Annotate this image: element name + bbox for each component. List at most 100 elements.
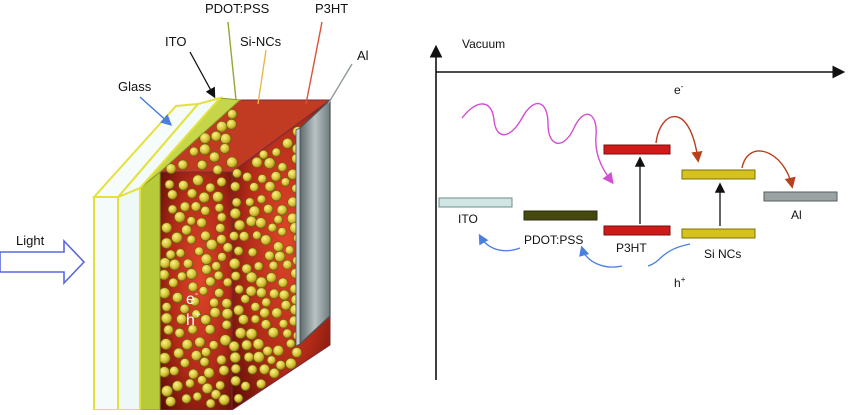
nanocrystal-sphere <box>226 156 238 169</box>
nanocrystal-sphere <box>240 294 250 304</box>
nanocrystal-sphere <box>161 385 173 397</box>
nanocrystal-sphere <box>178 180 189 191</box>
nanocrystal-sphere <box>245 271 258 284</box>
nanocrystal-sphere <box>216 212 227 223</box>
nanocrystal-sphere <box>187 281 199 293</box>
nanocrystal-sphere <box>188 368 199 380</box>
nanocrystal-sphere <box>216 354 227 366</box>
nanocrystal-sphere <box>238 314 249 325</box>
nanocrystal-sphere <box>192 391 202 402</box>
hole-transfer-label: h+ <box>674 275 686 290</box>
nanocrystal-sphere <box>242 171 253 182</box>
nanocrystal-sphere <box>277 162 288 172</box>
nanocrystal-sphere <box>264 181 276 192</box>
nanocrystal-sphere <box>209 297 219 308</box>
ito-level <box>438 197 513 208</box>
nanocrystal-sphere <box>189 146 199 157</box>
nanocrystal-sphere <box>247 247 258 258</box>
nanocrystal-sphere <box>245 328 258 340</box>
nanocrystal-sphere <box>189 296 200 307</box>
nanocrystal-sphere <box>175 248 186 258</box>
al-pointer <box>327 63 353 105</box>
nanocrystal-sphere <box>260 319 272 330</box>
electron-arrow-si-to-al <box>741 150 796 189</box>
nanocrystal-sphere <box>282 259 293 270</box>
nanocrystal-sphere <box>199 132 211 144</box>
nanocrystal-sphere <box>228 258 241 270</box>
nanocrystal-sphere <box>255 217 267 229</box>
photon-wave-arrow <box>461 103 614 185</box>
nanocrystal-sphere <box>212 191 224 203</box>
nanocrystal-sphere <box>278 319 289 329</box>
si-ncs-lumo-level <box>681 169 756 180</box>
nanocrystal-sphere <box>172 292 183 303</box>
nanocrystal-sphere <box>176 313 187 325</box>
pdot-pss-label: PDOT:PSS <box>205 1 270 16</box>
nanocrystal-sphere <box>209 151 220 163</box>
nanocrystal-sphere <box>257 174 267 184</box>
nanocrystal-sphere <box>282 328 293 339</box>
nanocrystal-sphere <box>269 288 280 299</box>
nanocrystal-sphere <box>205 238 218 251</box>
nanocrystal-sphere <box>229 231 239 241</box>
nanocrystal-sphere <box>231 197 242 208</box>
al-label: Al <box>357 48 369 63</box>
nanocrystal-sphere <box>239 231 250 242</box>
nanocrystal-sphere <box>194 336 206 348</box>
nanocrystal-sphere <box>203 367 215 379</box>
nanocrystal-sphere <box>216 120 228 133</box>
nanocrystal-sphere <box>241 339 253 351</box>
nanocrystal-sphere <box>229 207 241 220</box>
nanocrystal-sphere <box>232 168 242 179</box>
nanocrystal-sphere <box>261 297 272 308</box>
nanocrystal-sphere <box>234 327 247 339</box>
nanocrystal-sphere <box>250 314 260 324</box>
nanocrystal-sphere <box>280 300 292 311</box>
nanocrystal-sphere <box>185 268 198 280</box>
nanocrystal-sphere <box>209 307 221 319</box>
light-arrow <box>0 239 86 285</box>
nanocrystal-sphere <box>191 309 201 319</box>
al-level <box>763 191 838 202</box>
nanocrystal-sphere <box>181 338 193 350</box>
nanocrystal-sphere <box>229 351 241 364</box>
nanocrystal-sphere <box>179 303 190 314</box>
nanocrystal-sphere <box>177 159 189 171</box>
nanocrystal-sphere <box>262 345 273 357</box>
nanocrystal-sphere <box>263 204 274 215</box>
nanocrystal-sphere <box>230 181 241 192</box>
nanocrystal-sphere <box>181 393 192 404</box>
nanocrystal-sphere <box>186 188 198 199</box>
nanocrystal-sphere <box>222 242 233 253</box>
p3ht-lumo-level <box>603 144 671 155</box>
nanocrystal-sphere <box>210 389 221 400</box>
nanocrystal-sphere <box>233 246 244 256</box>
nanocrystal-sphere <box>200 253 213 265</box>
nanocrystal-sphere <box>226 119 237 130</box>
nanocrystal-sphere <box>179 358 190 368</box>
ito-level-label: ITO <box>458 212 478 226</box>
nanocrystal-sphere <box>270 171 282 182</box>
nanocrystal-sphere <box>266 355 277 365</box>
energy-diagram: Vacuum ITO PDOT:PSS P3HT Si NCs Al e- h+ <box>429 37 846 380</box>
nanocrystal-sphere <box>241 263 252 274</box>
nanocrystal-sphere <box>161 302 172 312</box>
nanocrystal-sphere <box>272 345 284 357</box>
nanocrystal-sphere <box>277 227 287 237</box>
nanocrystal-sphere <box>215 380 225 391</box>
nanocrystal-sphere <box>201 264 212 275</box>
nanocrystal-sphere <box>243 352 254 363</box>
nanocrystal-sphere <box>252 230 262 240</box>
p3ht-homo-level <box>603 225 671 236</box>
nanocrystal-sphere <box>221 308 233 320</box>
nanocrystal-sphere <box>205 276 216 287</box>
electron-label: e- <box>186 289 198 308</box>
nanocrystal-sphere <box>210 130 222 142</box>
si-ncs-label: Si-NCs <box>240 34 282 49</box>
nanocrystal-sphere <box>196 217 207 229</box>
p3ht-level-label: P3HT <box>616 241 647 255</box>
nanocrystal-sphere <box>230 271 241 281</box>
nanocrystal-sphere <box>199 143 211 156</box>
al-electrode-edge <box>295 127 301 347</box>
